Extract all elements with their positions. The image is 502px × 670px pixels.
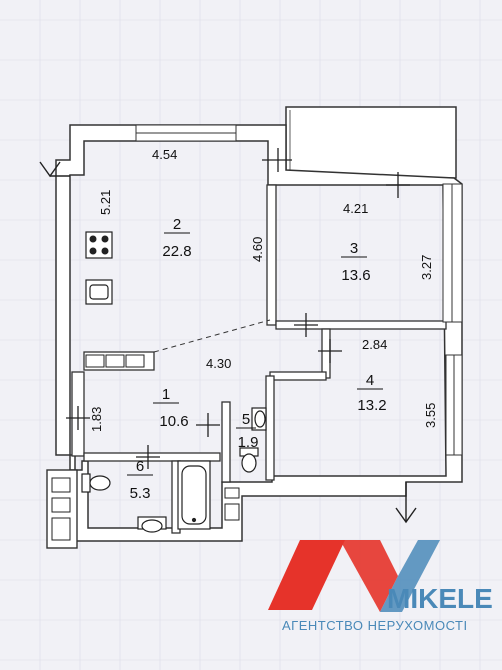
dimension-label: 3.27 [419, 255, 434, 280]
mikele-logo: MIKELE АГЕНТСТВО НЕРУХОМОСТІ [268, 540, 493, 633]
dimension-label: 4.54 [152, 147, 177, 162]
room-area: 1.9 [238, 434, 259, 451]
room-area: 13.6 [341, 267, 370, 284]
room-number: 2 [173, 216, 181, 233]
windows [135, 124, 463, 456]
wc-sink [251, 407, 267, 431]
logo-brand: MIKELE [387, 583, 493, 614]
room-number: 1 [162, 386, 170, 403]
room-area: 5.3 [130, 485, 151, 502]
exterior-wall [55, 124, 463, 542]
room-area: 13.2 [357, 397, 386, 414]
dimension-label: 4.21 [343, 201, 368, 216]
bathtub [177, 460, 211, 530]
dimension-label: 2.84 [362, 337, 387, 352]
room-area: 22.8 [162, 243, 191, 260]
room-number: 6 [136, 458, 144, 475]
room-area: 10.6 [159, 413, 188, 430]
room-4: 4 13.2 [357, 372, 387, 414]
dimension-label: 4.60 [250, 237, 265, 262]
room-5: 5 1.9 [236, 411, 258, 451]
logo-red-diagonal [340, 540, 398, 612]
dimension-label: 5.21 [98, 190, 113, 215]
interior-walls [71, 184, 447, 534]
bathroom-sink [137, 516, 167, 533]
room-6: 6 5.3 [127, 458, 153, 502]
wc-toilet [239, 447, 259, 473]
door-arrows [39, 161, 417, 524]
room-2: 2 22.8 [162, 216, 191, 260]
logo-blue-shape [380, 540, 440, 612]
room-1: 1 10.6 [153, 386, 189, 430]
balcony [285, 106, 457, 179]
toilet-bathroom [81, 473, 111, 493]
dimension-label: 1.83 [89, 407, 104, 432]
room-number: 5 [242, 411, 250, 428]
bathroom-ledge-fixtures [51, 477, 240, 541]
kitchen-cabinets [85, 354, 145, 368]
dimension-label: 4.30 [206, 356, 231, 371]
dimension-label: 3.55 [423, 403, 438, 428]
room-number: 4 [366, 372, 374, 389]
room-number: 3 [350, 240, 358, 257]
logo-red-shape [268, 540, 345, 610]
kitchen-boundary-dashed [153, 319, 271, 353]
kitchen-sink [85, 279, 113, 305]
logo-tagline: АГЕНТСТВО НЕРУХОМОСТІ [282, 618, 468, 633]
stove [85, 231, 113, 259]
room-3: 3 13.6 [341, 240, 371, 284]
door-ticks [66, 148, 410, 469]
